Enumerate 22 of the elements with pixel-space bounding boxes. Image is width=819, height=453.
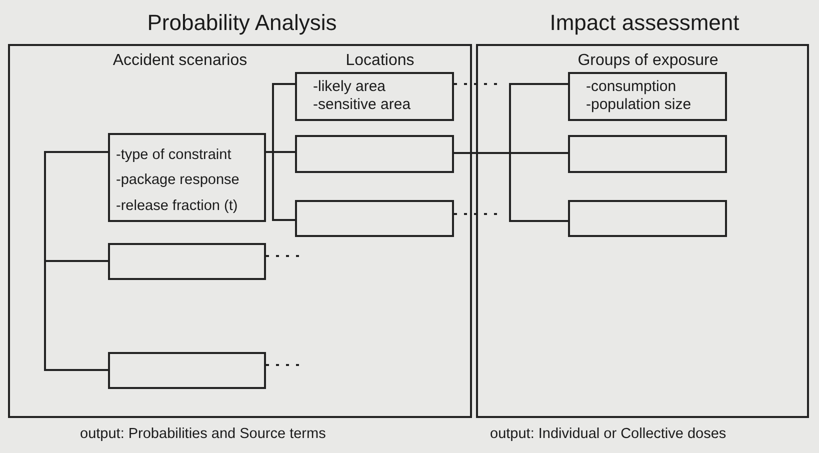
empty-box [108, 352, 266, 389]
dotted-continuation-line [266, 364, 300, 366]
output-caption: output: Individual or Collective doses [490, 426, 726, 442]
dotted-continuation-line [454, 83, 497, 85]
empty-box [568, 200, 727, 237]
bullet-list: -consumption -population size [570, 74, 725, 118]
column-heading: Locations [344, 52, 416, 70]
empty-box [568, 135, 727, 173]
heading: Probability Analysis [146, 10, 338, 36]
dotted-continuation-line [454, 213, 497, 215]
output-caption: output: Probabilities and Source terms [80, 426, 326, 442]
bullet-list: -type of constraint -package response -release fraction (t) [110, 135, 264, 228]
dotted-continuation-line [266, 255, 300, 257]
column-heading: Groups of exposure [576, 52, 720, 70]
empty-box [295, 200, 454, 237]
connector-line [44, 151, 108, 371]
heading: Impact assessment [548, 10, 740, 36]
column-heading: Accident scenarios [112, 52, 248, 70]
empty-box [108, 243, 266, 280]
bullet-list: -likely area -sensitive area [297, 74, 452, 118]
connector-line [454, 152, 568, 222]
empty-box [295, 135, 454, 173]
